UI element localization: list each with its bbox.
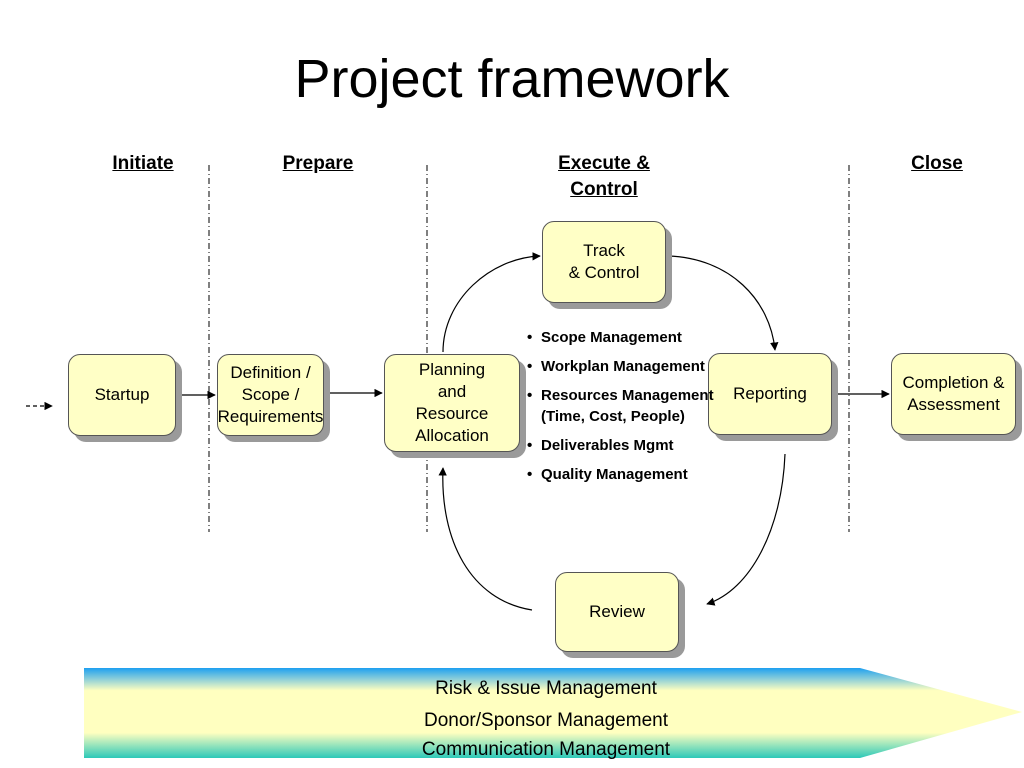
- page-title: Project framework: [294, 49, 730, 109]
- box-review: Review: [555, 572, 679, 652]
- box-startup: Startup: [68, 354, 176, 436]
- phase-execute-control: Execute & Control: [558, 153, 650, 200]
- phase-initiate: Initiate: [112, 153, 174, 174]
- management-band: [84, 668, 1022, 758]
- bullet-item: Scope Management: [527, 327, 742, 348]
- phase-close: Close: [911, 153, 963, 174]
- arrow-review-planning: [438, 467, 533, 611]
- bullet-item: Resources Management (Time, Cost, People…: [527, 385, 742, 427]
- box-definition-scope-requirements: Definition / Scope / Requirements: [217, 354, 324, 436]
- box-completion-assessment: Completion & Assessment: [891, 353, 1016, 435]
- bullet-item: Deliverables Mgmt: [527, 435, 742, 456]
- arrow-track-reporting: [667, 255, 779, 351]
- arrow-reporting-review: [706, 453, 786, 606]
- band-communication-management: Communication Management: [421, 739, 671, 760]
- band-donor-sponsor-management: Donor/Sponsor Management: [424, 710, 668, 731]
- box-planning-resource-allocation: Planning and Resource Allocation: [384, 354, 520, 452]
- box-track-control: Track & Control: [542, 221, 666, 303]
- bullet-item: Workplan Management: [527, 356, 742, 377]
- band-risk-issue-management: Risk & Issue Management: [435, 678, 657, 699]
- phase-prepare: Prepare: [282, 153, 354, 174]
- bullet-item: Quality Management: [527, 464, 742, 485]
- arrow-planning-track: [442, 252, 541, 353]
- execute-bullet-list: Scope Management Workplan Management Res…: [527, 327, 742, 493]
